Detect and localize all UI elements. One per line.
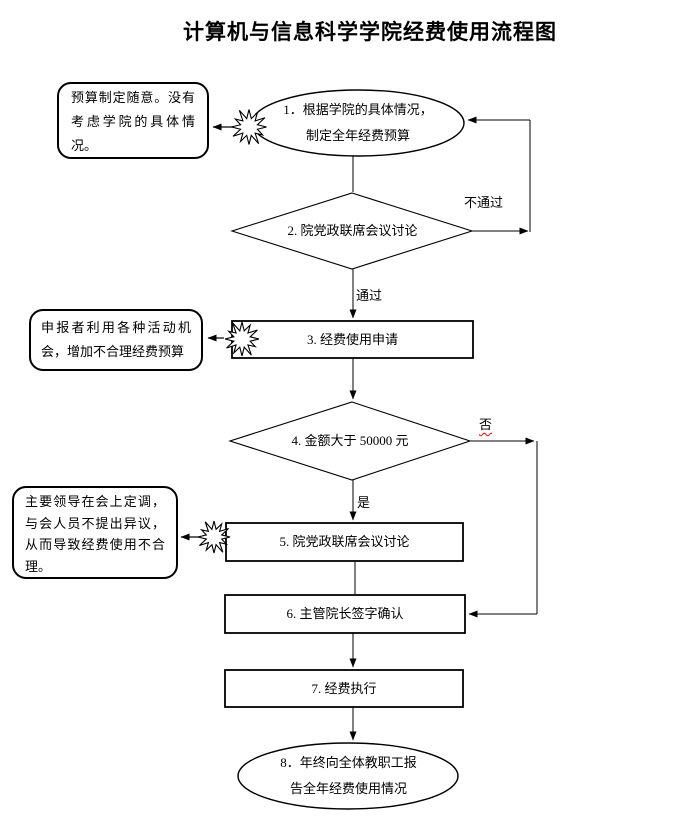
starburst-1-icon [232, 110, 267, 145]
starburst-3-icon [198, 521, 230, 553]
callout-3-text: 主要领导在会上定调，与会人员不提出异议，从而导致经费使用不合理。 [25, 494, 165, 574]
node-1-label: 1．根据学院的具体情况，制定全年经费预算 [283, 102, 433, 143]
node-4-diamond [228, 401, 472, 481]
callout-budget-arbitrary: 预算制定随意。没有考虑学院的具体情况。 [57, 82, 209, 159]
edge-label-yes: 是 [357, 495, 371, 510]
callout-2-text: 申报者利用各种活动机会，增加不合理经费预算 [41, 320, 191, 359]
node-2-label: 2. 院党政联席会议讨论 [287, 223, 418, 238]
node-2-diamond [230, 192, 474, 270]
callout-unreasonable-budget: 申报者利用各种活动机会，增加不合理经费预算 [29, 309, 203, 371]
callout-leaders-set-tone: 主要领导在会上定调，与会人员不提出异议，从而导致经费使用不合理。 [12, 486, 178, 579]
node-7-label: 7. 经费执行 [311, 680, 377, 696]
node-4-label: 4. 金额大于 50000 元 [291, 433, 409, 448]
node-8-ellipse [237, 742, 459, 810]
node-5-label: 5. 院党政联席会议讨论 [279, 534, 410, 549]
edge-label-pass: 通过 [356, 288, 383, 303]
edge-label-no: 否 [479, 417, 492, 432]
callout-1-text: 预算制定随意。没有考虑学院的具体情况。 [71, 90, 195, 153]
node-3-label: 3. 经费使用申请 [306, 331, 398, 347]
edge-label-no-text: 否 [479, 417, 493, 432]
node-6-label: 6. 主管院长签字确认 [286, 606, 404, 621]
edge-label-fail: 不通过 [464, 195, 504, 210]
node-6-box [224, 594, 466, 634]
node-8-label: 8．年终向全体教职工报告全年经费使用情况 [280, 755, 417, 796]
diagram-title: 计算机与信息科学学院经费使用流程图 [183, 20, 557, 44]
node-5-box [225, 522, 464, 562]
node-7-box [224, 669, 464, 708]
starburst-2-icon [225, 322, 259, 356]
